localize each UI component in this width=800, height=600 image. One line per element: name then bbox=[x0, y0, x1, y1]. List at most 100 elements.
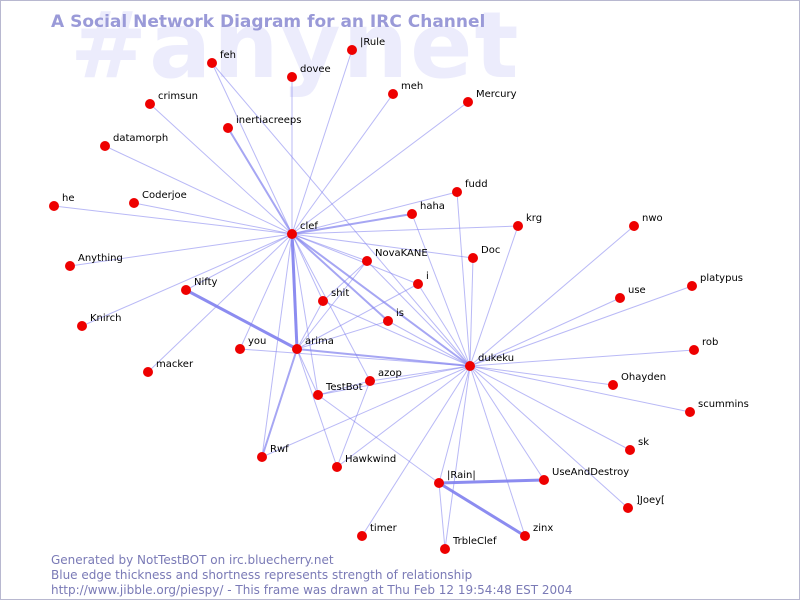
node-label: azop bbox=[378, 368, 402, 379]
node-dot bbox=[207, 58, 217, 68]
edge-dukeku-testbot bbox=[317, 365, 471, 396]
node-crimsun: crimsun bbox=[145, 91, 198, 109]
node-meh: meh bbox=[388, 81, 423, 99]
edge-dukeku-shit bbox=[322, 300, 471, 367]
node-dot bbox=[357, 531, 367, 541]
edge-dukeku-trbleclef bbox=[444, 365, 471, 550]
node-dot bbox=[520, 531, 530, 541]
edge-layer bbox=[53, 49, 695, 550]
node-label: i bbox=[426, 271, 429, 282]
node-azop: azop bbox=[365, 368, 402, 386]
edge-dukeku-rwf bbox=[261, 365, 471, 458]
node-label: Rwf bbox=[270, 444, 289, 455]
edge-dukeku-rob bbox=[469, 349, 695, 367]
edge-arima-testbot bbox=[296, 348, 319, 396]
node-dot bbox=[318, 296, 328, 306]
node-ohayden: Ohayden bbox=[608, 372, 666, 390]
edge-dukeku-hawkwind bbox=[336, 365, 471, 468]
edge-dukeku-use bbox=[469, 297, 621, 367]
node-dot bbox=[77, 321, 87, 331]
node-dot bbox=[685, 407, 695, 417]
edge-dukeku-timer bbox=[361, 365, 471, 537]
node-rwf: Rwf bbox=[257, 444, 289, 462]
node-dot bbox=[287, 72, 297, 82]
node-dot bbox=[407, 209, 417, 219]
edge-clef-nifty bbox=[185, 233, 293, 291]
node-doc: Doc bbox=[468, 245, 500, 263]
node-label: fudd bbox=[465, 179, 488, 190]
edge-clef-azop bbox=[291, 233, 371, 382]
node-joey: ]Joey[ bbox=[623, 495, 665, 513]
node-feh: feh bbox=[207, 50, 236, 68]
node-you: you bbox=[235, 336, 266, 354]
node-dot bbox=[625, 445, 635, 455]
edge-clef-feh bbox=[211, 62, 293, 235]
edge-clef-meh bbox=[291, 93, 394, 235]
edge-dukeku-platypus bbox=[469, 285, 693, 367]
node-label: |Rule bbox=[360, 37, 385, 48]
node-label: |Rain| bbox=[447, 470, 476, 481]
node-dot bbox=[257, 452, 267, 462]
edge-clef-you bbox=[239, 233, 293, 350]
node-label: scummins bbox=[698, 399, 749, 410]
edge-testbot-rain bbox=[317, 394, 440, 484]
node-dot bbox=[100, 141, 110, 151]
edge-clef-crimsun bbox=[149, 103, 293, 235]
edge-dukeku-nwo bbox=[469, 225, 635, 367]
node-dot bbox=[539, 475, 549, 485]
edge-rain-zinx bbox=[438, 481, 526, 538]
edge-dukeku-useanddestroy bbox=[469, 365, 545, 481]
node-dot bbox=[623, 503, 633, 513]
node-dot bbox=[365, 376, 375, 386]
edge-arima-hawkwind bbox=[296, 348, 338, 468]
footer-url-timestamp: http://www.jibble.org/piespy/ - This fra… bbox=[51, 583, 573, 597]
node-dot bbox=[49, 201, 59, 211]
node-mercury: Mercury bbox=[463, 89, 517, 107]
edge-azop-hawkwind bbox=[336, 380, 371, 468]
node-useanddestroy: UseAndDestroy bbox=[539, 467, 629, 485]
node-label: arima bbox=[305, 336, 334, 347]
edge-dukeku-scummins bbox=[469, 365, 691, 413]
node-arima: arima bbox=[292, 336, 334, 354]
edge-clef-he bbox=[53, 205, 293, 235]
edge-clef-datamorph bbox=[104, 145, 293, 235]
node-label: timer bbox=[370, 523, 398, 534]
node-hawkwind: Hawkwind bbox=[332, 454, 396, 472]
channel-watermark: #anynet bbox=[70, 0, 521, 99]
edge-dukeku-ohayden bbox=[469, 365, 614, 386]
node-dot bbox=[689, 345, 699, 355]
edge-you-dukeku bbox=[239, 348, 471, 367]
node-dot bbox=[608, 380, 618, 390]
edge-dukeku-doc bbox=[469, 257, 474, 367]
footer-legend-note: Blue edge thickness and shortness repres… bbox=[51, 568, 473, 582]
node-label: you bbox=[248, 336, 266, 347]
node-haha: haha bbox=[407, 201, 445, 219]
edge-dukeku-joey bbox=[469, 365, 629, 509]
edge-dukeku-sk bbox=[469, 365, 631, 451]
edge-dukeku-feh bbox=[211, 62, 471, 367]
node-dot bbox=[440, 544, 450, 554]
node-dot bbox=[145, 99, 155, 109]
node-dot bbox=[181, 285, 191, 295]
node-i: i bbox=[413, 271, 429, 289]
edge-clef-dukeku bbox=[291, 233, 471, 367]
edge-dukeku-zinx bbox=[469, 365, 526, 537]
edge-rain-trbleclef bbox=[438, 482, 446, 550]
edge-nifty-arima bbox=[185, 288, 298, 351]
node-label: crimsun bbox=[158, 91, 198, 102]
node-platypus: platypus bbox=[687, 273, 743, 291]
node-dot bbox=[313, 390, 323, 400]
node-rule: |Rule bbox=[347, 37, 385, 55]
edge-clef-doc bbox=[291, 233, 474, 259]
edge-clef-mercury bbox=[291, 101, 469, 235]
node-dot bbox=[347, 45, 357, 55]
node-dot bbox=[65, 261, 75, 271]
edge-arima-dukeku bbox=[296, 348, 471, 367]
edge-dukeku-novakane bbox=[366, 260, 471, 367]
edge-dukeku-is bbox=[387, 320, 471, 367]
node-fudd: fudd bbox=[452, 179, 488, 197]
node-dot bbox=[615, 293, 625, 303]
node-label: sk bbox=[638, 437, 649, 448]
edge-clef-testbot bbox=[291, 233, 319, 396]
